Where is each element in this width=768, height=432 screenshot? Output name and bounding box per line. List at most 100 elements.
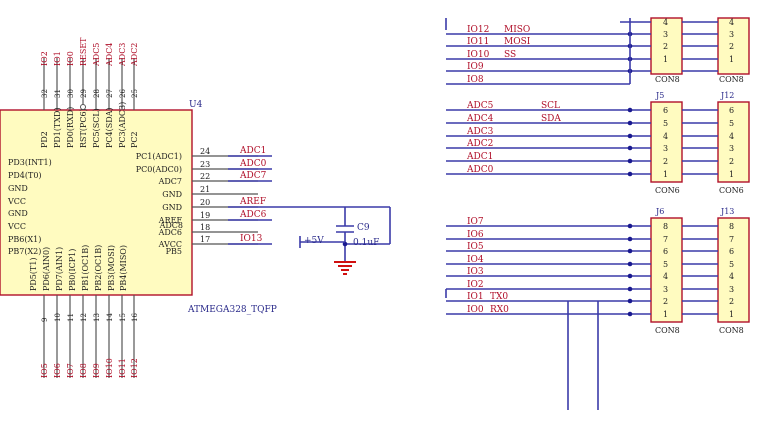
right-net-label: ADC1 [239,146,266,156]
right-net-label: ADC0 [239,159,267,169]
top-pin-number: 25 [131,89,139,98]
top-pin-number: 32 [41,89,49,98]
header_mid-junction-dot [627,107,633,113]
right-pin-name: GND [162,203,182,212]
bottom-pin-net-label: IO9 [92,363,101,378]
header_top-net-label: IO12 [467,25,489,35]
header_bot-right-pin-number: 1 [729,310,734,319]
top-pin-net-label: RESET [79,37,88,66]
top-pin-number: 29 [80,89,88,98]
header_bot-right-pin-number: 2 [729,297,734,306]
chip-designator: U4 [189,100,203,110]
header_bot-left-pin-number: 4 [663,272,668,281]
header_top-net-label: IO11 [467,37,489,47]
header_bot-right-pin-number: 7 [729,235,734,244]
header_bot-right-pin-number: 6 [729,247,734,256]
header_bot-junction-dot [627,236,633,242]
left-pin-name: VCC [7,197,26,206]
header_top-function-label: MOSI [504,37,531,47]
header_mid-right-pin-number: 6 [729,106,734,115]
header_top-left-pin-number: 1 [663,55,668,64]
header_mid-junction-dot [627,120,633,126]
supply-label: +5V [304,236,324,246]
top-pin-net-label: ADC3 [118,43,127,67]
header_bot-net-label: IO4 [467,255,484,265]
header_mid-left-designator: J5 [655,91,664,100]
header_mid-net-label: ADC1 [466,152,493,162]
header_mid-junction-dot [627,171,633,177]
right-pin-number: 19 [200,211,210,220]
bottom-pin-name: PB4(MISO) [119,245,128,291]
header_bot-net-label: IO1 [467,292,484,302]
header_bot-right-name: CON8 [719,326,744,335]
top-pin-net-label: IO1 [53,51,62,66]
right-pin-number: 18 [200,223,210,232]
bottom-pin-net-label: IO7 [66,363,75,378]
header_top-left-pin-number: 2 [663,42,668,51]
header_bot-left-pin-number: 3 [663,285,668,294]
header_mid-right-pin-number: 2 [729,157,734,166]
header_mid-junction-dot [627,133,633,139]
left-pin-name: GND [8,209,28,218]
top-pin-name: PD2 [40,131,49,148]
right-pin-number: 22 [200,172,210,181]
header_mid-left-name: CON6 [655,186,680,195]
header_top-right-name: CON8 [719,75,744,84]
right-net-label: IO13 [240,234,263,244]
bottom-pin-number: 13 [93,313,101,322]
top-pin-name: PC4(SDA) [105,107,114,148]
top-pin-name: RST(PC6) [79,108,88,148]
header_bot-left-pin-number: 5 [663,260,668,269]
bottom-pin-number: 14 [106,313,114,322]
header_bot-net-label: IO6 [467,230,484,240]
right-pin-number: 21 [200,185,210,194]
header_bot-net-label: IO3 [467,267,484,277]
header_mid-right-pin-number: 3 [729,144,734,153]
top-pin-number: 27 [106,89,114,98]
right-pin-overlap-name: ADC8 [159,221,183,230]
right-pin-number: 23 [200,160,210,169]
right-pin-name: GND [162,190,182,199]
bottom-pin-net-label: IO5 [40,363,49,378]
bottom-pin-name: PD5(T1) [29,257,38,291]
capacitor-designator: C9 [357,223,370,233]
header_bot-left-pin-number: 7 [663,235,668,244]
header_bot-right-pin-number: 8 [729,222,734,231]
bottom-pin-number: 15 [119,313,127,322]
header_mid-function-label: SCL [541,101,560,111]
right-pin-name: ADC6 [158,228,182,237]
header_bot-function-label: TX0 [490,292,508,302]
header_mid-right-pin-number: 4 [729,132,734,141]
header_mid-left-pin-number: 4 [663,132,668,141]
bottom-pin-number: 10 [54,313,62,322]
header_mid-right-pin-number: 5 [729,119,734,128]
header_mid-left-pin-number: 1 [663,170,668,179]
header_top-right-pin-number: 4 [729,18,734,27]
bottom-pin-net-label: IO10 [105,358,114,378]
header_mid-net-label: ADC3 [466,127,494,137]
bottom-pin-number: 16 [131,313,139,322]
header_mid-left-pin-number: 6 [663,106,668,115]
header_mid-left-pin-number: 5 [663,119,668,128]
top-pin-net-label: IO0 [66,51,75,66]
header_bot-left-name: CON8 [655,326,680,335]
chip-part-name: ATMEGA328_TQFP [187,305,277,315]
header_bot-function-label: RX0 [490,305,509,315]
top-pin-number: 31 [54,89,62,98]
top-pin-net-label: IO2 [40,51,49,66]
header_bot-junction-dot [627,248,633,254]
header_top-right-pin-number: 1 [729,55,734,64]
top-pin-name: PD0(RXD) [66,107,75,148]
bottom-pin-net-label: IO8 [79,363,88,378]
right-pin-number: 20 [200,198,210,207]
bottom-pin-number: 9 [41,318,49,322]
header_bot-left-pin-number: 1 [663,310,668,319]
chip-body [0,109,193,296]
right-pin-name: PB5 [166,247,182,256]
top-pin-net-label: ADC5 [92,43,101,67]
header_bot-net-label: IO7 [467,217,484,227]
top-pin-net-label: ADC4 [105,43,114,67]
right-pin-number: 24 [200,147,210,156]
right-pin-number: 17 [200,235,210,244]
